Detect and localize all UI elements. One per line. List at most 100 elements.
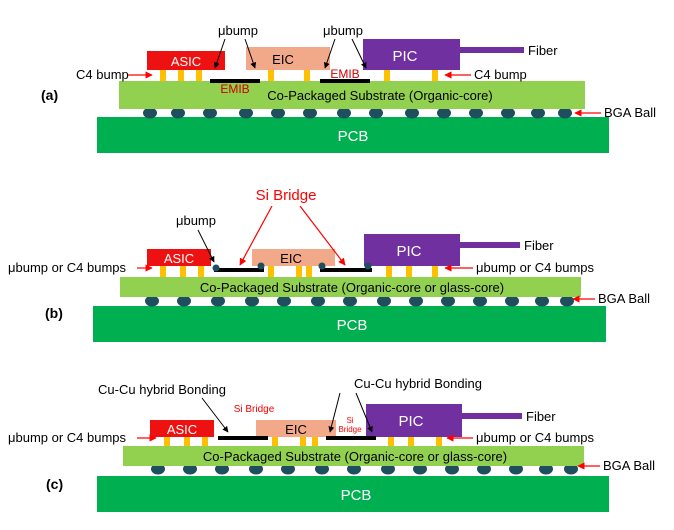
pcb-board bbox=[93, 306, 606, 342]
hybrid-bonding-label-2: Cu-Cu hybrid Bonding bbox=[354, 376, 482, 391]
ubump-label-2: μbump bbox=[323, 23, 363, 38]
ubump-pointer bbox=[197, 229, 215, 263]
eic-label: EIC bbox=[272, 52, 294, 67]
bumps bbox=[160, 266, 438, 277]
fiber bbox=[460, 242, 520, 248]
bump bbox=[184, 437, 190, 446]
ubump-pointer-1b bbox=[244, 38, 257, 69]
si-bridge-2 bbox=[320, 268, 372, 272]
asic-label: ASIC bbox=[171, 54, 201, 69]
c4-bump-label-left: C4 bump bbox=[76, 67, 129, 82]
bga-ball bbox=[277, 295, 291, 307]
right-bump-label: μbump or C4 bumps bbox=[476, 260, 595, 275]
bump bbox=[178, 70, 184, 81]
pic-chip bbox=[364, 234, 460, 266]
ubump-ball bbox=[257, 262, 265, 270]
bump bbox=[268, 266, 274, 277]
bga-balls bbox=[143, 107, 572, 119]
bga-ball bbox=[281, 463, 295, 475]
bga-ball bbox=[315, 463, 329, 475]
bga-ball bbox=[369, 107, 383, 119]
bga-ball bbox=[211, 295, 225, 307]
bga-label: BGA Ball bbox=[604, 105, 656, 120]
bump bbox=[388, 437, 394, 446]
bga-label: BGA Ball bbox=[603, 458, 655, 473]
bga-ball bbox=[143, 107, 157, 119]
bump bbox=[160, 266, 166, 277]
eic-chip bbox=[246, 47, 330, 70]
bga-ball bbox=[560, 295, 574, 307]
asic-chip bbox=[150, 420, 214, 437]
bga-ball bbox=[469, 107, 483, 119]
bumps bbox=[164, 437, 442, 446]
bump bbox=[160, 70, 166, 81]
asic-label: ASIC bbox=[164, 251, 194, 266]
eic-chip bbox=[252, 249, 335, 266]
bump bbox=[296, 266, 302, 277]
pcb-label: PCB bbox=[338, 128, 369, 145]
si-bridge-label-2a: Si bbox=[346, 416, 353, 425]
bump bbox=[312, 437, 318, 446]
substrate bbox=[120, 277, 581, 297]
panel-label: (c) bbox=[46, 476, 63, 492]
bump bbox=[304, 70, 310, 81]
bga-ball bbox=[215, 463, 229, 475]
ubump-ball bbox=[212, 264, 220, 272]
c4-bump-label-right: C4 bump bbox=[474, 67, 527, 82]
bump bbox=[386, 266, 392, 277]
si-bridge-title: Si Bridge bbox=[256, 187, 317, 204]
bump bbox=[306, 266, 312, 277]
bga-ball bbox=[151, 463, 165, 475]
eic-label: EIC bbox=[285, 422, 307, 437]
bga-ball bbox=[473, 295, 487, 307]
asic-label: ASIC bbox=[167, 422, 197, 437]
fiber bbox=[460, 47, 524, 53]
si-bridge-1 bbox=[214, 268, 264, 272]
bga-ball bbox=[145, 295, 159, 307]
bump bbox=[268, 70, 274, 81]
ubump-pointer-2b bbox=[351, 38, 367, 69]
fiber-label: Fiber bbox=[524, 238, 554, 253]
bga-ball bbox=[347, 463, 361, 475]
bga-ball bbox=[509, 463, 523, 475]
bga-ball bbox=[437, 107, 451, 119]
fiber bbox=[462, 413, 522, 419]
bga-ball bbox=[311, 295, 325, 307]
bga-ball bbox=[337, 107, 351, 119]
bump bbox=[406, 266, 412, 277]
bga-balls bbox=[151, 463, 578, 475]
emib-bridge-2 bbox=[320, 79, 370, 83]
fiber-label: Fiber bbox=[528, 43, 558, 58]
bump bbox=[272, 437, 278, 446]
substrate-label: Co-Packaged Substrate (Organic-core or g… bbox=[203, 449, 507, 464]
bump bbox=[196, 70, 202, 81]
bump bbox=[408, 437, 414, 446]
bga-ball bbox=[381, 463, 395, 475]
substrate bbox=[123, 446, 584, 466]
hybrid-pointer-1 bbox=[201, 397, 229, 433]
bump bbox=[300, 437, 306, 446]
bga-ball bbox=[413, 463, 427, 475]
bga-ball bbox=[343, 295, 357, 307]
bump bbox=[198, 266, 204, 277]
pcb-label: PCB bbox=[341, 487, 372, 504]
bga-ball bbox=[409, 295, 423, 307]
pcb-board bbox=[97, 476, 609, 512]
bga-ball bbox=[535, 295, 549, 307]
bga-ball bbox=[183, 463, 197, 475]
bump bbox=[164, 437, 170, 446]
substrate-label: Co-Packaged Substrate (Organic-core) bbox=[267, 88, 492, 103]
bga-ball bbox=[445, 463, 459, 475]
si-bridge-2 bbox=[326, 436, 376, 440]
bga-ball bbox=[203, 107, 217, 119]
fiber-label: Fiber bbox=[526, 409, 556, 424]
bga-ball bbox=[377, 295, 391, 307]
panel-label: (a) bbox=[41, 87, 58, 103]
bga-ball bbox=[558, 107, 572, 119]
left-bump-label: μbump or C4 bumps bbox=[8, 260, 127, 275]
panel-label: (b) bbox=[45, 305, 63, 321]
ubump-pointer-1a bbox=[213, 38, 226, 69]
hybrid-bonding-label-1: Cu-Cu hybrid Bonding bbox=[98, 382, 226, 397]
si-bridge-label-2b: Bridge bbox=[338, 425, 362, 434]
